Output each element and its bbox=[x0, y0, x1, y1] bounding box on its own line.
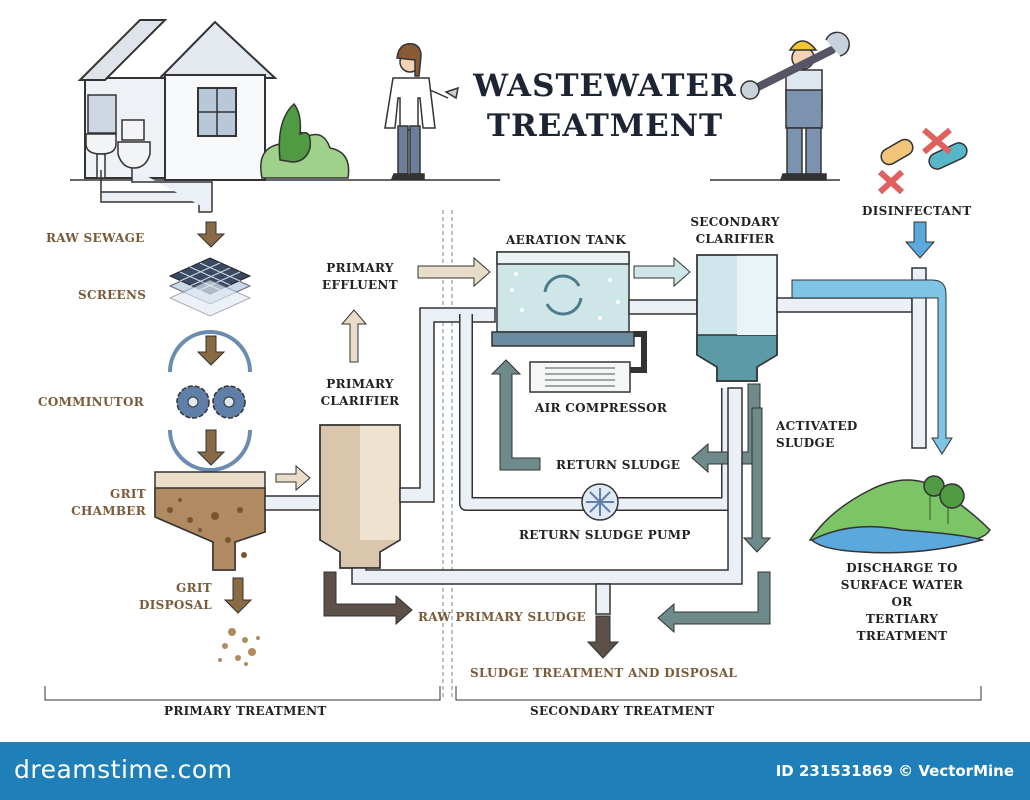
label-primary-effluent-1: PRIMARY bbox=[326, 261, 394, 275]
sludge-pipe bbox=[351, 387, 743, 615]
label-grit-disposal-1: GRIT bbox=[176, 581, 212, 595]
label-discharge-5: TREATMENT bbox=[856, 629, 948, 643]
pipe bbox=[399, 307, 496, 503]
worker-figure bbox=[740, 31, 850, 181]
screens-icon bbox=[168, 257, 252, 317]
label-grit-chamber-1: GRIT bbox=[110, 487, 146, 501]
label-activated-sludge-1: ACTIVATED bbox=[776, 419, 858, 433]
label-return-sludge-pump: RETURN SLUDGE PUMP bbox=[519, 528, 691, 542]
label-primary-effluent: PRIMARY EFFLUENT bbox=[318, 260, 402, 294]
bush-icon bbox=[260, 102, 350, 179]
label-secondary-clarifier: SECONDARY CLARIFIER bbox=[680, 214, 790, 248]
footer-bar: dreamstime.com ID 231531869 © VectorMine bbox=[0, 742, 1030, 800]
pipe bbox=[776, 267, 927, 449]
label-activated-sludge: ACTIVATED SLUDGE bbox=[776, 418, 858, 452]
label-primary-treatment: PRIMARY TREATMENT bbox=[164, 704, 327, 718]
label-grit-chamber-2: CHAMBER bbox=[71, 504, 146, 518]
return-arrow bbox=[490, 359, 541, 471]
page-title: WASTEWATER TREATMENT bbox=[440, 66, 770, 146]
footer-meta: ID 231531869 © VectorMine bbox=[775, 762, 1014, 780]
label-grit-disposal-2: DISPOSAL bbox=[139, 598, 212, 612]
label-grit-disposal: GRIT DISPOSAL bbox=[130, 580, 212, 614]
air-compressor bbox=[529, 331, 647, 393]
pipe bbox=[628, 299, 698, 315]
activated-sludge-arrow bbox=[742, 407, 772, 553]
pump-icon bbox=[581, 483, 619, 521]
landscape-icon bbox=[808, 475, 991, 554]
title-line-2: TREATMENT bbox=[486, 108, 724, 144]
label-discharge-3: OR bbox=[891, 595, 913, 609]
grit-particles bbox=[218, 628, 260, 666]
grit-chamber-tank bbox=[154, 471, 266, 571]
sink-icon bbox=[85, 133, 117, 179]
sludge-disposal-arrow bbox=[586, 615, 620, 659]
activated-sludge-return bbox=[657, 571, 771, 634]
flow-arrow bbox=[633, 256, 691, 288]
label-disinfectant: DISINFECTANT bbox=[862, 204, 972, 218]
label-discharge: DISCHARGE TO SURFACE WATER OR TERTIARY T… bbox=[832, 560, 972, 645]
footer-brand[interactable]: dreamstime.com bbox=[14, 755, 233, 784]
label-raw-sewage: RAW SEWAGE bbox=[46, 231, 145, 245]
label-comminutor: COMMINUTOR bbox=[38, 395, 144, 409]
label-aeration-tank: AERATION TANK bbox=[506, 233, 627, 247]
label-activated-sludge-2: SLUDGE bbox=[776, 436, 835, 450]
flow-arrow bbox=[275, 464, 311, 492]
raw-sludge-arrow bbox=[323, 571, 413, 626]
disinfectant-arrow bbox=[904, 221, 936, 259]
section-bracket bbox=[44, 686, 982, 701]
label-primary-clarifier-2: CLARIFIER bbox=[320, 394, 400, 408]
label-primary-clarifier-1: PRIMARY bbox=[326, 377, 394, 391]
flow-arrow bbox=[340, 309, 368, 363]
flow-arrow bbox=[417, 256, 491, 288]
label-primary-effluent-2: EFFLUENT bbox=[322, 278, 398, 292]
title-line-1: WASTEWATER bbox=[473, 68, 737, 104]
water-flow bbox=[791, 279, 953, 455]
sewer-pipe bbox=[100, 168, 213, 213]
toilet-icon bbox=[117, 119, 151, 169]
scientist-figure bbox=[384, 43, 459, 180]
label-primary-clarifier: PRIMARY CLARIFIER bbox=[318, 376, 402, 410]
label-sludge-treatment: SLUDGE TREATMENT AND DISPOSAL bbox=[470, 666, 738, 680]
label-grit-chamber: GRIT CHAMBER bbox=[62, 486, 146, 520]
secondary-clarifier-tank bbox=[696, 254, 778, 382]
label-secondary-clarifier-1: SECONDARY bbox=[690, 215, 780, 229]
flow-arrows bbox=[196, 221, 253, 614]
label-discharge-1: DISCHARGE TO bbox=[846, 561, 958, 575]
label-discharge-2: SURFACE WATER bbox=[840, 578, 964, 592]
label-secondary-treatment: SECONDARY TREATMENT bbox=[530, 704, 715, 718]
label-return-sludge: RETURN SLUDGE bbox=[556, 458, 681, 472]
aeration-tank bbox=[491, 251, 635, 347]
pipe bbox=[264, 495, 321, 511]
bacteria-icon bbox=[877, 127, 968, 195]
comminutor-icon bbox=[168, 330, 252, 472]
house-icon bbox=[77, 19, 278, 181]
label-air-compressor: AIR COMPRESSOR bbox=[535, 401, 668, 415]
primary-clarifier-tank bbox=[319, 424, 401, 569]
label-raw-primary-sludge: RAW PRIMARY SLUDGE bbox=[418, 610, 587, 624]
label-discharge-4: TERTIARY bbox=[865, 612, 939, 626]
diagram-canvas bbox=[44, 19, 991, 701]
label-screens: SCREENS bbox=[78, 288, 147, 302]
label-secondary-clarifier-2: CLARIFIER bbox=[695, 232, 775, 246]
